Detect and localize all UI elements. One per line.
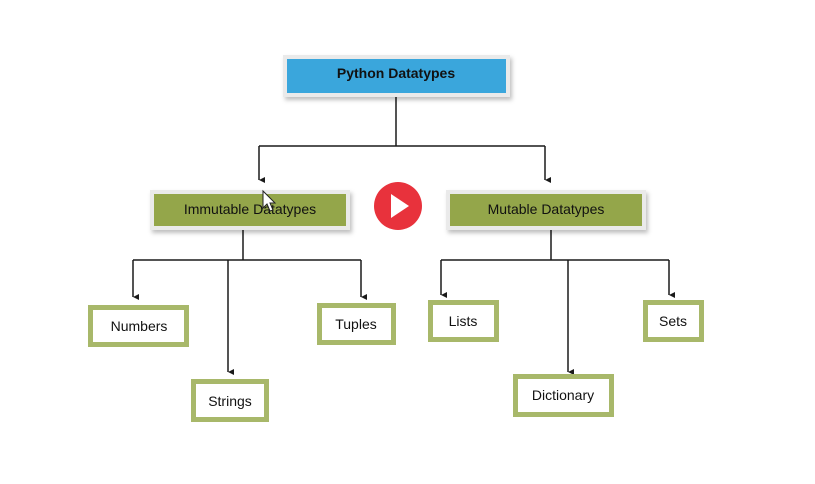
root-node-label: Python Datatypes <box>337 65 455 81</box>
mouse-cursor-icon <box>262 189 277 212</box>
leaf-label-lists: Lists <box>449 313 478 329</box>
leaf-node-strings: Strings <box>191 379 269 422</box>
play-icon <box>391 194 409 218</box>
leaf-node-numbers: Numbers <box>88 305 189 347</box>
play-button[interactable] <box>374 182 422 230</box>
leaf-label-strings: Strings <box>208 393 252 409</box>
leaf-node-lists: Lists <box>428 300 499 342</box>
root-node: Python Datatypes <box>283 55 510 97</box>
leaf-node-tuples: Tuples <box>317 303 396 345</box>
leaf-label-sets: Sets <box>659 313 687 329</box>
leaf-label-numbers: Numbers <box>111 318 168 334</box>
category-label-immutable: Immutable Datatypes <box>184 201 316 217</box>
leaf-node-sets: Sets <box>643 300 704 342</box>
connectors <box>132 97 669 372</box>
category-node-immutable: Immutable Datatypes <box>150 190 350 230</box>
leaf-label-dictionary: Dictionary <box>532 387 594 403</box>
leaf-node-dictionary: Dictionary <box>513 374 614 417</box>
category-node-mutable: Mutable Datatypes <box>446 190 646 230</box>
leaf-label-tuples: Tuples <box>335 316 377 332</box>
category-label-mutable: Mutable Datatypes <box>488 201 605 217</box>
